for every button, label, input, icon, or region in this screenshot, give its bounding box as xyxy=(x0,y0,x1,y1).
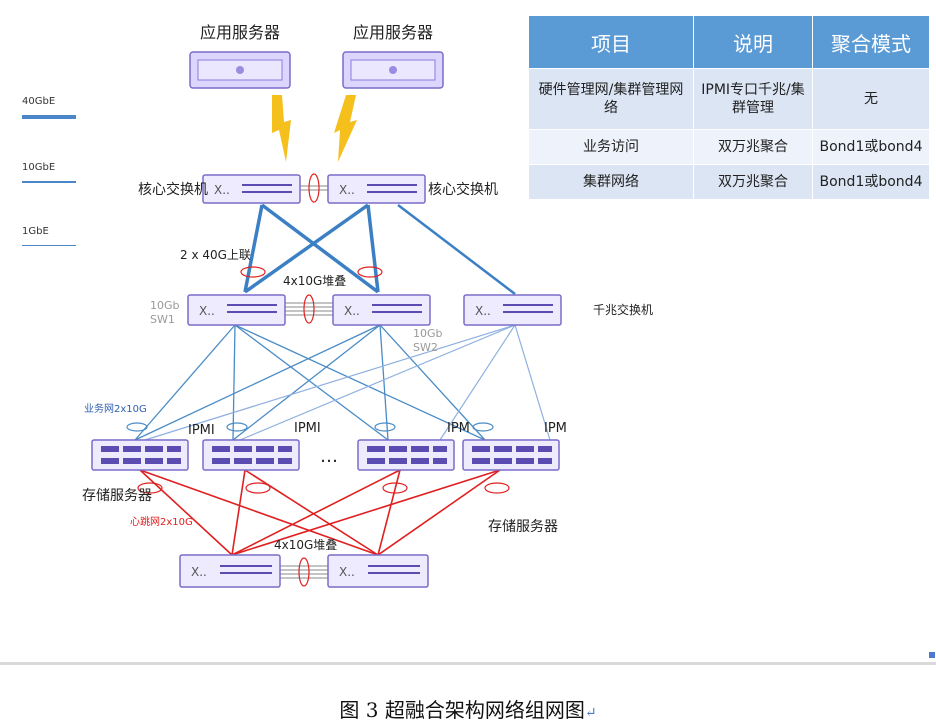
sw1-label-line: SW1 xyxy=(150,313,175,326)
table-cell: 无 xyxy=(812,68,930,130)
core-switch-label: 核心交换机 xyxy=(428,181,498,198)
network-info-table: 项目 说明 聚合模式 硬件管理网/集群管理网络 IPMI专口千兆/集群管理 无 … xyxy=(528,15,930,200)
network-diagram: 40GbE 10GbE 1GbE 项目 说明 聚合模式 硬件管理网/集群管理网络… xyxy=(0,15,936,665)
core-stack-lines xyxy=(300,185,328,191)
figure-caption: 图 3 超融合架构网络组网图↵ xyxy=(0,694,936,723)
table-cell: IPMI专口千兆/集群管理 xyxy=(693,68,813,130)
svg-text:X..: X.. xyxy=(214,183,230,197)
table-cell: 硬件管理网/集群管理网络 xyxy=(528,68,694,130)
app-server-label: 应用服务器 xyxy=(200,23,280,42)
storage-server-label: 存储服务器 xyxy=(82,488,152,504)
svg-text:X..: X.. xyxy=(344,304,360,318)
lightning-icon xyxy=(272,95,291,162)
sw1-switch: X.. xyxy=(187,294,286,326)
svg-text:X..: X.. xyxy=(191,565,207,579)
business-links xyxy=(134,324,486,441)
gigabit-switch-label: 千兆交换机 xyxy=(593,302,653,317)
legend-item-1gbe: 1GbE xyxy=(22,226,76,246)
legend-label: 1GbE xyxy=(22,226,49,237)
storage-server-4 xyxy=(462,439,560,471)
svg-text:X..: X.. xyxy=(475,304,491,318)
uplink-40g-links xyxy=(243,203,380,294)
stack-label-top: 4x10G堆叠 xyxy=(283,274,346,288)
legend-item-10gbe: 10GbE xyxy=(22,162,76,183)
stack-label-bottom: 4x10G堆叠 xyxy=(274,538,337,552)
table-row: 业务访问 双万兆聚合 Bond1或bond4 xyxy=(528,129,930,165)
table-cell: 集群网络 xyxy=(528,164,694,200)
ellipsis-label: … xyxy=(320,446,338,467)
table-header: 聚合模式 xyxy=(812,15,930,69)
core-switch-1: X.. xyxy=(202,174,301,204)
core-switch-2: X.. xyxy=(327,174,426,204)
legend-label: 40GbE xyxy=(22,96,56,107)
sw2-label-line: SW2 xyxy=(413,341,438,354)
ipmi-label: IPMI xyxy=(294,421,321,436)
table-cell: 双万兆聚合 xyxy=(693,164,813,200)
bottom-rule xyxy=(0,662,936,665)
app-server-1 xyxy=(189,51,291,89)
edge-marker xyxy=(929,652,935,658)
legend-line-thick xyxy=(22,115,76,119)
legend-line-thin xyxy=(22,245,76,246)
app-server-2 xyxy=(342,51,444,89)
lightning-icon xyxy=(334,95,357,162)
svg-text:X..: X.. xyxy=(339,183,355,197)
legend-line-medium xyxy=(22,181,76,183)
svg-text:X..: X.. xyxy=(339,565,355,579)
uplink-label: 2 x 40G上联 xyxy=(180,248,251,262)
ipmi-label: IPM xyxy=(447,421,470,436)
stack-lines-bottom xyxy=(280,565,328,579)
sw1-label-line: 10Gb xyxy=(150,299,180,312)
table-cell: 业务访问 xyxy=(528,129,694,165)
caption-text: 图 3 超融合架构网络组网图 xyxy=(339,698,585,722)
topology-svg: X.. X.. X.. X.. X.. X.. xyxy=(82,23,653,588)
storage-server-label: 存储服务器 xyxy=(488,519,558,535)
sw2-label-line: 10Gb xyxy=(413,327,443,340)
business-net-label: 业务网2x10G xyxy=(84,402,147,415)
table-cell: Bond1或bond4 xyxy=(812,164,930,200)
legend-item-40gbe: 40GbE xyxy=(22,96,76,119)
gigabit-switch: X.. xyxy=(463,294,562,326)
storage-server-1 xyxy=(91,439,189,471)
heartbeat-net-label: 心跳网2x10G xyxy=(130,515,193,528)
table-cell: 双万兆聚合 xyxy=(693,129,813,165)
svg-text:X..: X.. xyxy=(199,304,215,318)
table-header-row: 项目 说明 聚合模式 xyxy=(528,15,930,69)
core-switch-label: 核心交换机 xyxy=(138,181,208,198)
storage-server-2 xyxy=(202,439,300,471)
table-row: 硬件管理网/集群管理网络 IPMI专口千兆/集群管理 无 xyxy=(528,68,930,130)
table-row: 集群网络 双万兆聚合 Bond1或bond4 xyxy=(528,164,930,200)
table-cell: Bond1或bond4 xyxy=(812,129,930,165)
sw2-switch: X.. xyxy=(332,294,431,326)
ipmi-label: IPM xyxy=(544,421,567,436)
bond-ellipses xyxy=(126,173,510,587)
ipmi-links xyxy=(144,324,551,441)
ipmi-label: IPMI xyxy=(188,423,215,438)
stack-lines-top xyxy=(285,302,333,316)
gigabit-uplink xyxy=(397,204,516,295)
heartbeat-switch-2: X.. xyxy=(327,554,429,588)
return-mark-icon: ↵ xyxy=(584,705,597,721)
app-server-label: 应用服务器 xyxy=(353,23,433,42)
table-header: 说明 xyxy=(693,15,813,69)
table-header: 项目 xyxy=(528,15,694,69)
storage-server-3 xyxy=(357,439,455,471)
heartbeat-switch-1: X.. xyxy=(179,554,281,588)
heartbeat-links xyxy=(139,469,501,556)
legend-label: 10GbE xyxy=(22,162,56,173)
